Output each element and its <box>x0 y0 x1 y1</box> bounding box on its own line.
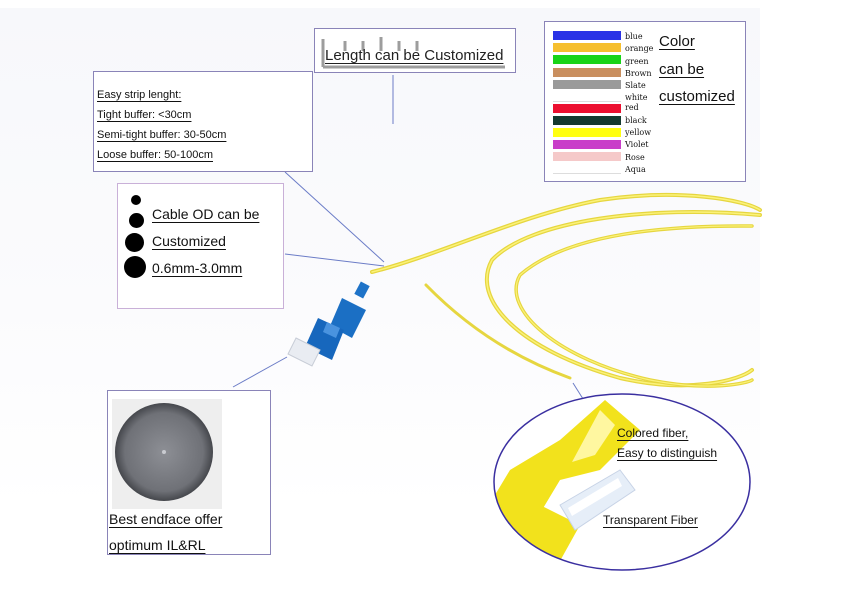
color-swatch-aqua <box>553 164 621 174</box>
color-name-rose: Rose <box>625 153 645 162</box>
od-dot-xlarge <box>124 256 146 278</box>
color-caption-1: Color <box>659 33 695 50</box>
semi-tight-buffer: Semi-tight buffer: 30-50cm <box>97 129 227 141</box>
color-swatch-orange <box>553 43 621 52</box>
leader-lines <box>232 75 591 411</box>
od-line-3: 0.6mm-3.0mm <box>152 260 243 276</box>
color-name-slate: Slate <box>625 81 646 90</box>
endface-callout: Best endface offer optimum IL&RL <box>107 390 271 555</box>
color-name-yellow: yellow <box>625 128 652 137</box>
color-name-orange: orange <box>625 44 654 53</box>
color-swatch-white <box>553 92 621 102</box>
color-name-aqua: Aqua <box>625 165 646 174</box>
color-swatch-red <box>553 104 621 113</box>
strip-title: Easy strip lenght: <box>97 89 182 101</box>
color-name-black: black <box>625 116 647 125</box>
color-caption-3: customized <box>659 88 735 105</box>
color-name-brown: Brown <box>625 69 652 78</box>
od-dot-medium <box>129 213 144 228</box>
od-line-2: Customized <box>152 233 226 249</box>
color-name-white: white <box>625 93 648 102</box>
ruler-icon <box>321 37 505 69</box>
sc-connector <box>287 281 370 367</box>
transparent-fiber-label: Transparent Fiber <box>603 513 698 527</box>
color-name-violet: Violet <box>625 140 649 149</box>
zoom-circle <box>493 393 751 571</box>
color-swatch-rose <box>553 152 621 161</box>
length-callout: Length can be Customized <box>314 28 516 73</box>
strip-length-callout: Easy strip lenght: Tight buffer: <30cm S… <box>93 71 313 172</box>
endface-image <box>112 399 222 509</box>
color-swatch-blue <box>553 31 621 40</box>
distinguish-label: Easy to distinguish <box>617 446 718 460</box>
endface-caption-1: Best endface offer <box>109 511 223 527</box>
od-line-1: Cable OD can be <box>152 206 260 222</box>
endface-caption-2: optimum IL&RL <box>109 537 206 553</box>
colored-fiber-label: Colored fiber, <box>617 426 689 440</box>
color-name-red: red <box>625 103 639 112</box>
color-swatch-slate <box>553 80 621 89</box>
color-caption-2: can be <box>659 61 705 78</box>
fiber-coil <box>370 192 762 388</box>
tight-buffer: Tight buffer: <30cm <box>97 109 192 121</box>
color-swatch-green <box>553 55 621 64</box>
color-name-blue: blue <box>625 32 643 41</box>
color-swatch-yellow <box>553 128 621 137</box>
loose-buffer: Loose buffer: 50-100cm <box>97 149 213 161</box>
od-dot-large <box>125 233 144 252</box>
cable-od-callout: Cable OD can be Customized 0.6mm-3.0mm <box>117 183 284 309</box>
od-dot-small <box>131 195 141 205</box>
color-name-green: green <box>625 57 649 66</box>
length-label: Length can be Customized <box>325 47 504 64</box>
color-swatch-brown <box>553 68 621 77</box>
color-swatch-violet <box>553 140 621 149</box>
color-swatch-black <box>553 116 621 125</box>
